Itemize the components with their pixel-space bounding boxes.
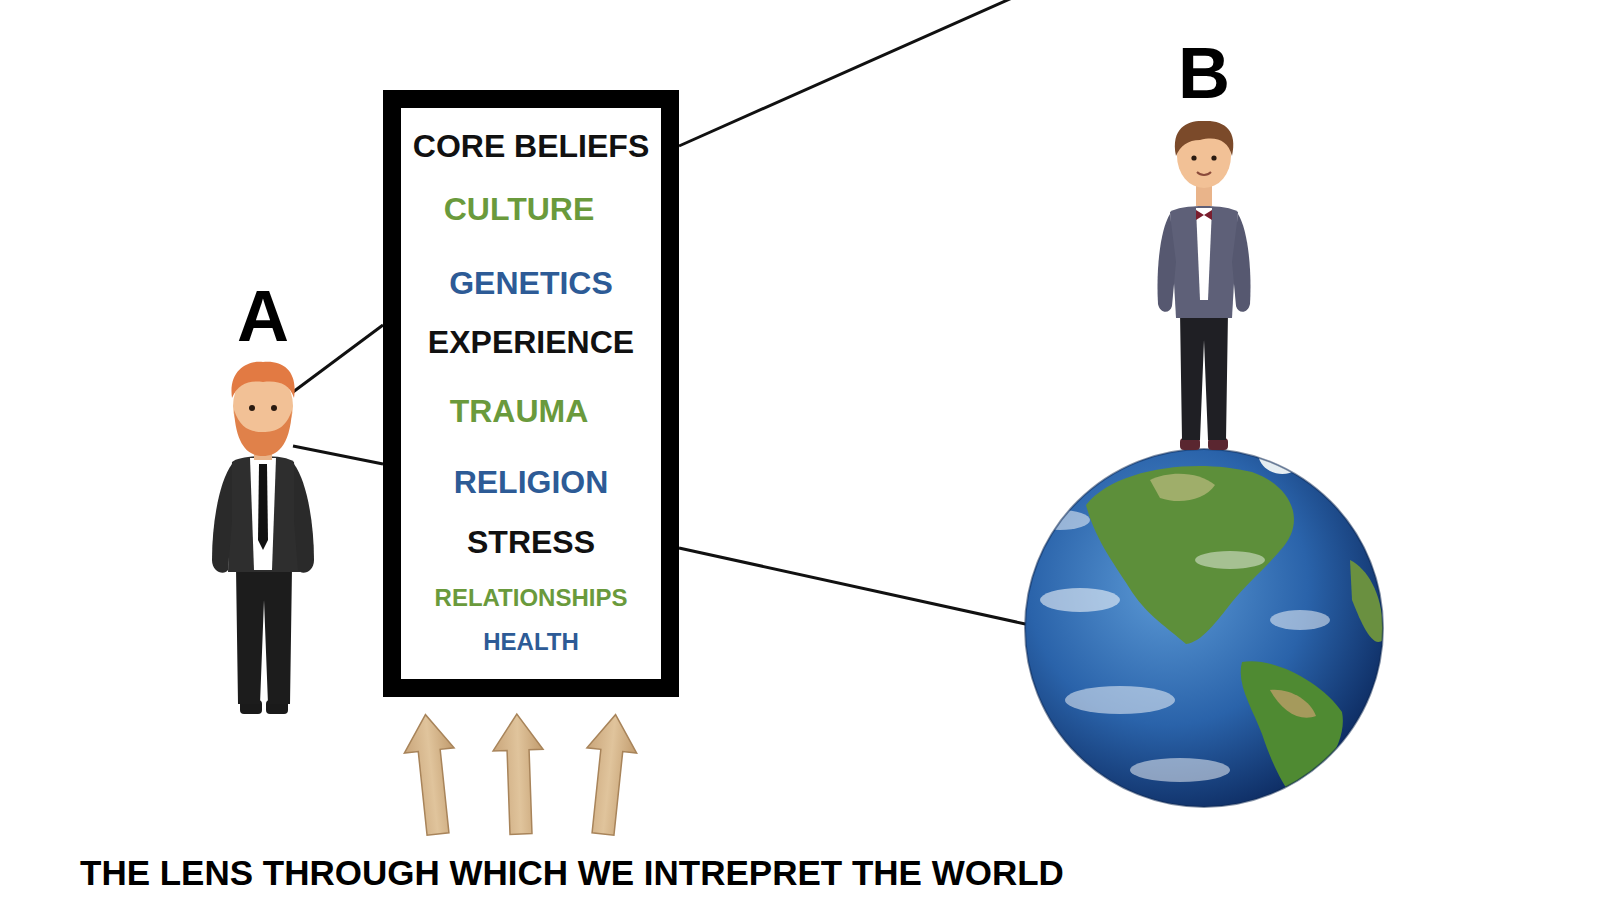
factor-word: STRESS — [467, 526, 595, 558]
factor-word: HEALTH — [483, 630, 579, 654]
factor-word: RELATIONSHIPS — [435, 586, 628, 610]
person-a — [212, 362, 314, 714]
factor-word: CULTURE — [444, 193, 595, 225]
leader-line — [293, 325, 383, 392]
factor-word: EXPERIENCE — [428, 326, 634, 358]
person-letter: A — [237, 280, 289, 352]
leader-line — [293, 446, 383, 464]
person-b — [1158, 121, 1251, 450]
caption: THE LENS THROUGH WHICH WE INTREPRET THE … — [80, 855, 1064, 890]
factor-word: TRAUMA — [450, 395, 589, 427]
leader-line — [679, 548, 1030, 625]
box-heading: CORE BELIEFS — [413, 130, 649, 162]
lens-box: CORE BELIEFS CULTURE GENETICS EXPERIENCE TRA… — [383, 90, 679, 697]
factor-word: GENETICS — [449, 267, 613, 299]
up-arrow — [492, 713, 546, 835]
globe — [1025, 449, 1383, 807]
factor-word: RELIGION — [454, 466, 609, 498]
leader-line — [679, 0, 1012, 146]
up-arrow — [401, 712, 463, 837]
person-letter: B — [1178, 37, 1230, 109]
up-arrow — [578, 712, 640, 837]
up-arrows — [401, 712, 641, 837]
